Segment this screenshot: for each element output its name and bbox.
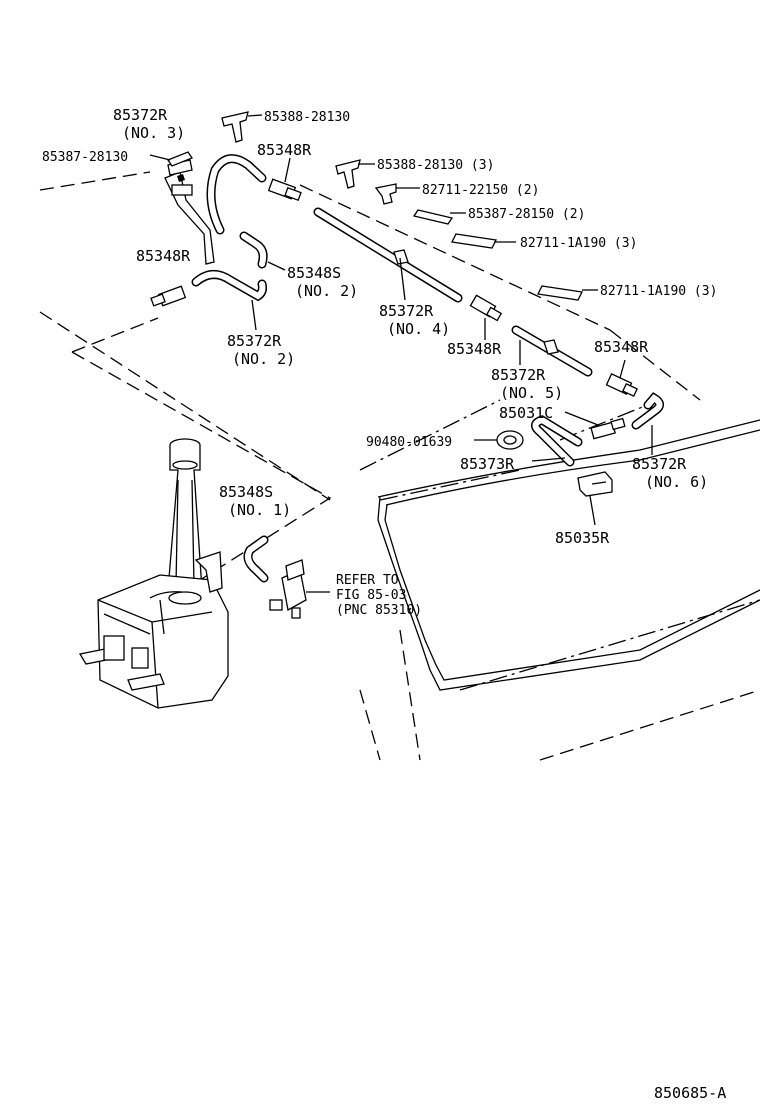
label-joint-85348R-right: 85348R — [594, 338, 649, 356]
hood-panel-outline — [377, 419, 760, 691]
vehicle-body-outline — [39, 171, 760, 761]
label-joint-85348R-top: 85348R — [257, 141, 312, 159]
label-hose-no5-part: 85372R — [491, 366, 546, 384]
hose-85373R — [531, 415, 583, 467]
label-hose-no6-part: 85372R — [632, 455, 687, 473]
hose-no6 — [631, 392, 664, 455]
label-hose-no3-part: 85372R — [113, 106, 168, 124]
label-clamp-85387-left: 85387-28130 — [42, 150, 128, 165]
clip-82711-1a190-a — [451, 233, 516, 249]
hose-85348S-no2 — [239, 231, 286, 271]
label-hose-no4-sub: (NO. 4) — [387, 320, 450, 338]
label-clamp-85387-28150: 85387-28150 (2) — [468, 207, 585, 222]
joint-85348R-right — [605, 359, 638, 398]
label-clip-82711-22150: 82711-22150 (2) — [422, 183, 539, 198]
clamp-85387-left — [149, 151, 193, 167]
hose-85348S-no1 — [243, 535, 269, 583]
clamp-85387-28150 — [412, 209, 466, 225]
label-hose-85348S-no1-sub: (NO. 1) — [228, 501, 291, 519]
label-hose-85373R: 85373R — [460, 455, 515, 473]
clip-85388-top — [221, 111, 263, 143]
label-joint-85348R-left: 85348R — [136, 247, 191, 265]
label-clip-82711-1a190-b: 82711-1A190 (3) — [600, 284, 717, 299]
part-labels: 85372R (NO. 3) 85388-28130 85387-28130 8… — [42, 106, 726, 1102]
hose-no4 — [313, 207, 463, 303]
label-grommet-90480: 90480-01639 — [366, 435, 452, 450]
label-valve-85031C: 85031C — [499, 404, 553, 422]
label-nozzle-85035R: 85035R — [555, 529, 610, 547]
label-hose-no6-sub: (NO. 6) — [645, 473, 708, 491]
label-refer-line2: FIG 85-03 — [336, 588, 406, 603]
washer-tank — [78, 438, 229, 709]
joint-85348R-left — [150, 285, 187, 307]
hose-no3 — [206, 154, 267, 235]
label-clip-85388-3: 85388-28130 (3) — [377, 158, 494, 173]
joint-85348R-mid — [469, 294, 503, 340]
grommet-90480 — [474, 430, 524, 450]
clip-85388-3 — [335, 159, 375, 189]
label-hose-no3-sub: (NO. 3) — [122, 124, 185, 142]
label-clip-82711-1a190-a: 82711-1A190 (3) — [520, 236, 637, 251]
bracket-assembly — [164, 159, 215, 265]
diagram-id: 850685-A — [654, 1084, 726, 1102]
joint-85348R-top — [267, 157, 302, 201]
label-hose-no4-part: 85372R — [379, 302, 434, 320]
label-joint-85348R-mid: 85348R — [447, 340, 502, 358]
nozzle-85035R — [577, 471, 613, 526]
clip-82711-22150 — [374, 183, 420, 205]
label-clip-85388-top: 85388-28130 — [264, 110, 350, 125]
label-hose-85348S-no2-sub: (NO. 2) — [295, 282, 358, 300]
label-hose-no5-sub: (NO. 5) — [500, 384, 563, 402]
label-hose-no2-sub: (NO. 2) — [232, 350, 295, 368]
label-hose-85348S-no1-part: 85348S — [219, 483, 273, 501]
valve-85031C — [564, 411, 626, 440]
label-hose-85348S-no2-part: 85348S — [287, 264, 341, 282]
label-refer-line3: (PNC 85310) — [336, 603, 422, 618]
washer-pump — [269, 559, 330, 619]
hose-no5 — [511, 325, 593, 377]
clip-82711-1a190-b — [537, 285, 598, 301]
label-hose-no2-part: 85372R — [227, 332, 282, 350]
label-refer-line1: REFER TO — [336, 573, 399, 588]
hose-no2 — [191, 270, 267, 331]
